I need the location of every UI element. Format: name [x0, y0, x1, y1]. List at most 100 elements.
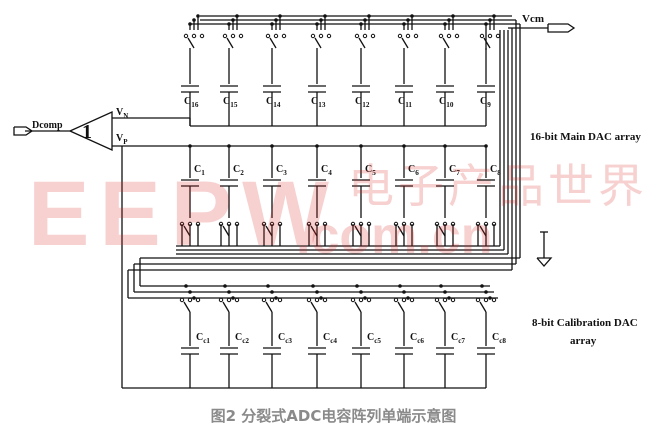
top-switch-8-contact-a: [479, 33, 485, 39]
mid-switch-2-blade: [222, 225, 230, 237]
mid-switch-6-blade: [397, 225, 405, 237]
cap-label-mid-7: C7: [449, 164, 460, 177]
mid-switch-7-blade: [438, 225, 446, 237]
top-switch-6-blade: [401, 37, 409, 49]
vcm-terminal: [547, 23, 576, 33]
cal-switch-6-contact-a: [393, 297, 399, 303]
cal-switch-5-contact-b: [358, 297, 364, 303]
cap-label-top-4: C13: [311, 96, 326, 109]
cap-label-mid-4: C4: [321, 164, 332, 177]
cap-label-cal-5: Cc5: [367, 332, 381, 345]
node-dot: [227, 290, 231, 294]
cal-switch-1-contact-b: [187, 297, 193, 303]
top-switch-7-contact-c: [454, 33, 460, 39]
dcomp-label: Dcomp: [32, 120, 63, 131]
top-switch-3-contact-b: [273, 33, 279, 39]
top-switch-8-blade: [483, 37, 491, 49]
mid-switch-5-blade: [354, 225, 362, 237]
node-dot: [443, 290, 447, 294]
ground-icon: [536, 257, 553, 267]
cal-switch-3-contact-a: [261, 297, 267, 303]
cap-label-top-7: C10: [439, 96, 454, 109]
cap-label-top-3: C14: [266, 96, 281, 109]
cal-switch-6-contact-b: [401, 297, 407, 303]
mid-switch-8-blade: [479, 225, 487, 237]
calib-array-title-2: array: [570, 335, 597, 347]
top-switch-8-contact-b: [487, 33, 493, 39]
cal-switch-2-blade: [222, 301, 230, 313]
top-switch-2-contact-a: [222, 33, 228, 39]
cal-switch-3-blade: [265, 301, 273, 313]
node-dot: [359, 290, 363, 294]
top-switch-4-contact-a: [310, 33, 316, 39]
top-switch-2-contact-c: [238, 33, 244, 39]
node-dot: [406, 296, 410, 300]
cal-switch-7-blade: [438, 301, 446, 313]
cap-label-cal-6: Cc6: [410, 332, 424, 345]
cap-label-cal-1: Cc1: [196, 332, 210, 345]
mid-switch-3-blade: [265, 225, 273, 237]
node-dot: [184, 284, 188, 288]
cal-switch-8-contact-a: [475, 297, 481, 303]
mid-switch-1-blade: [183, 225, 191, 237]
cal-switch-1-contact-c: [195, 297, 201, 303]
top-switch-1-contact-c: [199, 33, 205, 39]
calib-array-title-1: 8-bit Calibration DAC: [532, 317, 638, 329]
node-dot: [398, 284, 402, 288]
top-switch-3-contact-c: [281, 33, 287, 39]
node-dot: [439, 284, 443, 288]
node-dot: [315, 290, 319, 294]
cap-label-mid-1: C1: [194, 164, 205, 177]
top-switch-1-contact-b: [191, 33, 197, 39]
cal-switch-5-blade: [354, 301, 362, 313]
cap-label-mid-2: C2: [233, 164, 244, 177]
cal-switch-2-contact-a: [218, 297, 224, 303]
node-dot: [192, 296, 196, 300]
top-switch-7-contact-a: [438, 33, 444, 39]
top-switch-3-contact-a: [265, 33, 271, 39]
top-switch-7-blade: [442, 37, 450, 49]
cal-switch-3-contact-b: [269, 297, 275, 303]
top-switch-8-contact-c: [495, 33, 501, 39]
figure-caption: 图2 分裂式ADC电容阵列单端示意图: [210, 407, 457, 425]
top-switch-6-contact-a: [397, 33, 403, 39]
cal-switch-4-blade: [310, 301, 318, 313]
cap-label-cal-2: Cc2: [235, 332, 249, 345]
node-dot: [231, 296, 235, 300]
top-switch-2-contact-b: [230, 33, 236, 39]
top-switch-6-contact-b: [405, 33, 411, 39]
cal-switch-7-contact-a: [434, 297, 440, 303]
cap-label-cal-7: Cc7: [451, 332, 465, 345]
top-switch-7-contact-b: [446, 33, 452, 39]
cal-switch-5-contact-a: [350, 297, 356, 303]
cal-switch-2-contact-b: [226, 297, 232, 303]
top-switch-5-blade: [358, 37, 366, 49]
cal-switch-7-contact-b: [442, 297, 448, 303]
cap-label-mid-5: C5: [365, 164, 376, 177]
cap-label-mid-8: C8: [490, 164, 501, 177]
cap-label-cal-3: Cc3: [278, 332, 292, 345]
cap-label-cal-4: Cc4: [323, 332, 337, 345]
cal-switch-4-contact-b: [314, 297, 320, 303]
node-dot: [311, 284, 315, 288]
node-dot: [270, 290, 274, 294]
comparator-symbol: 1: [82, 121, 92, 143]
top-switch-1-blade: [187, 37, 195, 49]
cap-label-top-8: C9: [480, 96, 491, 109]
cal-switch-8-blade: [479, 301, 487, 313]
vp-label: VP: [116, 133, 128, 146]
cap-label-mid-6: C6: [408, 164, 419, 177]
cal-switch-6-blade: [397, 301, 405, 313]
cal-switch-8-contact-c: [491, 297, 497, 303]
cap-label-top-2: C15: [223, 96, 238, 109]
cal-switch-4-contact-a: [306, 297, 312, 303]
top-switch-6-contact-c: [413, 33, 419, 39]
node-dot: [402, 290, 406, 294]
node-dot: [484, 290, 488, 294]
node-dot: [266, 284, 270, 288]
node-dot: [447, 296, 451, 300]
node-dot: [488, 296, 492, 300]
top-switch-1-contact-a: [183, 33, 189, 39]
top-switch-2-blade: [226, 37, 234, 49]
